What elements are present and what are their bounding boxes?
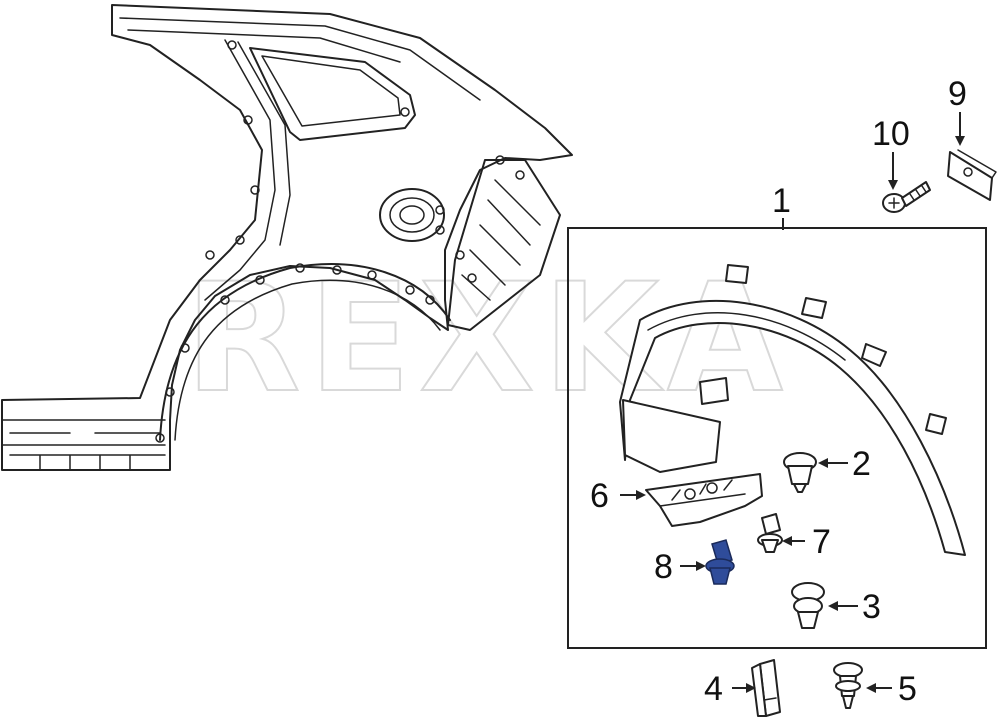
part-8-clip [705, 539, 735, 585]
part-1-wheel-opening-molding [619, 264, 966, 556]
part-6-bracket [645, 473, 763, 527]
callout-6: 6 [590, 477, 609, 515]
callout-8: 8 [654, 548, 673, 586]
quarter-panel [1, 4, 573, 471]
callout-3: 3 [862, 588, 881, 626]
callout-7: 7 [812, 523, 831, 561]
detail-box [567, 227, 987, 649]
watermark: REXKA [185, 252, 791, 426]
part-7-clip [757, 513, 783, 553]
callout-5: 5 [898, 670, 917, 708]
callout-9: 9 [948, 75, 967, 113]
callout-10: 10 [872, 115, 910, 153]
part-10-screw [882, 181, 931, 213]
callout-2: 2 [852, 445, 871, 483]
part-4-retainer [751, 659, 781, 717]
leader-lines [620, 112, 965, 693]
callout-1: 1 [772, 182, 791, 220]
part-2-clip [783, 452, 817, 493]
callout-4: 4 [704, 670, 723, 708]
part-3-clip [791, 582, 825, 629]
part-9-clip-nut [947, 149, 997, 201]
part-5-clip [833, 662, 863, 709]
panel-holes [155, 40, 525, 443]
